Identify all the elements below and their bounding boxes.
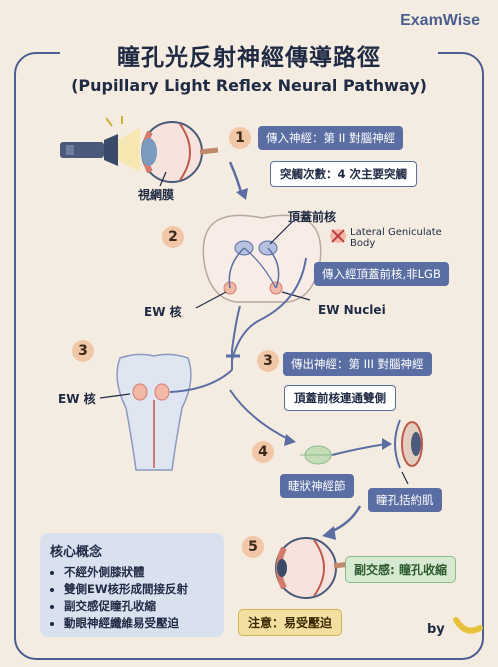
iris-sphincter-icon bbox=[394, 419, 423, 469]
eye-icon bbox=[141, 121, 219, 183]
efferent-nerve-pill: 傳出神經：第 III 對腦神經 bbox=[283, 352, 432, 376]
lgb-label: Lateral Geniculate Body bbox=[350, 227, 442, 249]
ew-label-brainstem: EW 核 bbox=[58, 392, 96, 406]
list-item: 動眼神經纖維易受壓迫 bbox=[64, 615, 214, 632]
pretectal-label: 頂蓋前核 bbox=[288, 210, 337, 224]
step-badge-1: 1 bbox=[229, 127, 251, 149]
lgb-cross-icon bbox=[330, 229, 346, 243]
list-item: 雙側EW核形成間接反射 bbox=[64, 581, 214, 598]
ew-label-right: EW Nuclei bbox=[318, 303, 386, 317]
page-subtitle: (Pupillary Light Reflex Neural Pathway) bbox=[71, 76, 427, 95]
retina-label: 視網膜 bbox=[138, 188, 175, 202]
concept-list: 不經外側膝狀體 雙側EW核形成間接反射 副交感促瞳孔收縮 動眼神經纖維易受壓迫 bbox=[50, 564, 214, 632]
ciliary-ganglion-pill: 睫狀神經節 bbox=[280, 474, 354, 498]
ciliary-ganglion-icon bbox=[300, 445, 336, 465]
midbrain-illustration bbox=[202, 214, 322, 303]
list-item: 不經外側膝狀體 bbox=[64, 564, 214, 581]
step-badge-5: 5 bbox=[242, 536, 264, 558]
step-badge-4: 4 bbox=[252, 441, 274, 463]
pretectal-pill: 傳入經頂蓋前核,非LGB bbox=[314, 262, 449, 286]
eye-constricted-icon bbox=[275, 537, 351, 599]
banana-icon bbox=[453, 617, 483, 634]
flashlight-icon bbox=[60, 116, 140, 172]
afferent-nerve-pill: 傳入神經：第 II 對腦神經 bbox=[258, 126, 404, 150]
brand-logo: ExamWise bbox=[400, 12, 480, 29]
step-badge-3-right: 3 bbox=[257, 350, 279, 372]
core-concept-panel: 核心概念 不經外側膝狀體 雙側EW核形成間接反射 副交感促瞳孔收縮 動眼神經纖維… bbox=[40, 533, 224, 637]
title-block: 瞳孔光反射神經傳導路徑 (Pupillary Light Reflex Neur… bbox=[60, 38, 438, 95]
synapse-count-box: 突觸次數：4 次主要突觸 bbox=[270, 161, 418, 187]
parasympathetic-box: 副交感: 瞳孔收縮 bbox=[345, 556, 456, 583]
note-box: 注意：易受壓迫 bbox=[238, 609, 343, 636]
brainstem-illustration bbox=[116, 353, 192, 471]
sphincter-pill: 瞳孔括約肌 bbox=[368, 488, 442, 512]
author-by: by bbox=[427, 622, 445, 637]
step-badge-2: 2 bbox=[162, 226, 184, 248]
list-item: 副交感促瞳孔收縮 bbox=[64, 598, 214, 615]
page-title: 瞳孔光反射神經傳導路徑 bbox=[117, 45, 381, 71]
ew-label-left: EW 核 bbox=[144, 305, 182, 319]
step-badge-3-left: 3 bbox=[72, 340, 94, 362]
concept-title: 核心概念 bbox=[50, 545, 103, 560]
bilateral-box: 頂蓋前核連通雙側 bbox=[284, 385, 396, 411]
